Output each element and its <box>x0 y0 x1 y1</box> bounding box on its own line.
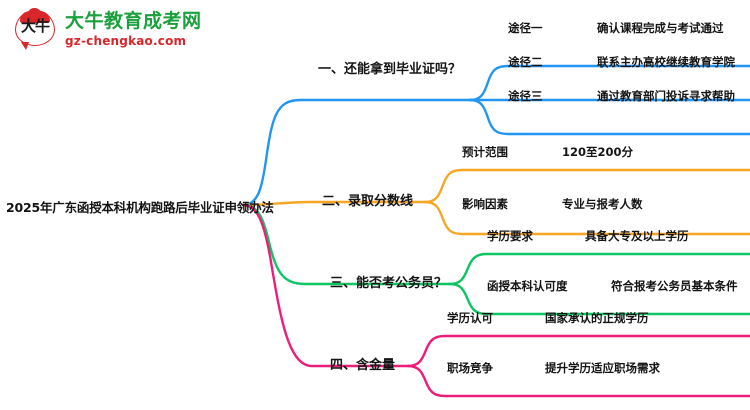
branch-4-child-2-detail[interactable]: 提升学历适应职场需求 <box>545 361 660 375</box>
branch-node-1[interactable]: 一、还能拿到毕业证吗？ <box>318 62 462 77</box>
logo-title: 大牛教育成考网 <box>65 9 202 32</box>
site-logo: 大牛 大牛教育成考网 gz-chengkao.com <box>14 8 202 50</box>
branch-3-child-1-label[interactable]: 学历要求 <box>487 229 533 243</box>
branch-4-child-2-label[interactable]: 职场竞争 <box>447 361 493 375</box>
logo-bubble-tail-icon <box>21 42 29 50</box>
branch-1-child-2-detail[interactable]: 联系主办高校继续教育学院 <box>597 55 735 69</box>
root-node-label[interactable]: 2025年广东函授本科机构跑路后毕业证申领办法 <box>6 200 274 215</box>
logo-text-block: 大牛教育成考网 gz-chengkao.com <box>65 9 202 48</box>
branch-3-child-2-detail[interactable]: 符合报考公务员基本条件 <box>611 279 738 293</box>
branch-1-child-1-detail[interactable]: 确认课程完成与考试通过 <box>597 21 724 35</box>
branch-node-3[interactable]: 三、能否考公务员？ <box>330 276 448 291</box>
branch-1-child-3-detail[interactable]: 通过教育部门投诉寻求帮助 <box>597 89 735 103</box>
branch-4-child-1-label[interactable]: 学历认可 <box>447 311 493 325</box>
branch-2-child-1-detail[interactable]: 120至200分 <box>562 145 634 159</box>
connector-branch1-child3 <box>468 98 750 136</box>
branch-2-child-1-label[interactable]: 预计范围 <box>462 145 508 159</box>
branch-2-child-2-label[interactable]: 影响因素 <box>462 197 508 211</box>
branch-1-child-3-label[interactable]: 途径三 <box>508 89 543 103</box>
branch-3-child-1-detail[interactable]: 具备大专及以上学历 <box>585 229 689 243</box>
logo-cap-icon <box>20 8 50 23</box>
logo-domain: gz-chengkao.com <box>65 33 187 48</box>
branch-1-child-2-label[interactable]: 途径二 <box>508 55 543 69</box>
logo-mark-icon: 大牛 <box>14 8 58 50</box>
branch-3-child-2-label[interactable]: 函授本科认可度 <box>487 279 568 293</box>
logo-glyph-text: 大牛 <box>20 17 50 35</box>
branch-node-2[interactable]: 二、录取分数线 <box>322 194 414 209</box>
branch-1-child-1-label[interactable]: 途径一 <box>508 21 543 35</box>
branch-node-4[interactable]: 四、含金量 <box>330 358 396 373</box>
branch-4-child-1-detail[interactable]: 国家承认的正规学历 <box>545 311 649 325</box>
branch-2-child-2-detail[interactable]: 专业与报考人数 <box>562 197 643 211</box>
